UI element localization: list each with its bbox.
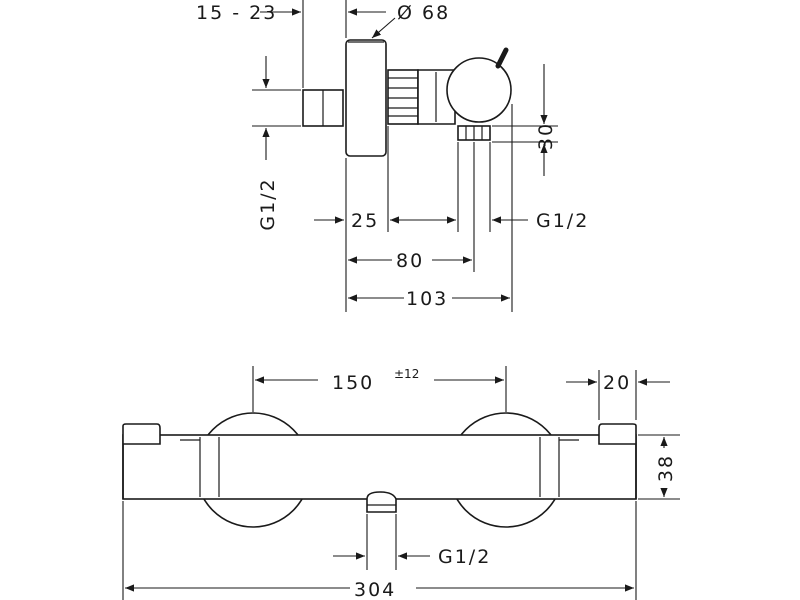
dim-depth-80: 80 [396,250,424,272]
dim-thread-right: G1/2 [536,210,589,232]
dim-thread-left: G1/2 [257,177,279,230]
dim-diameter: Ø 68 [397,2,450,24]
cover-plate [345,39,387,157]
mixer-bar [122,434,637,500]
handle-knob [446,57,512,123]
dim-depth-103: 103 [406,288,448,310]
dim-tolerance: ±12 [394,367,419,381]
dim-height-38: 38 [655,454,677,482]
dim-centers: 150 [332,372,374,394]
dim-thread-bottom: G1/2 [438,546,491,568]
end-cap-left [122,423,161,499]
outlet [366,491,397,513]
end-cap-right [598,423,637,499]
front-view: 150 ±12 20 38 G1/2 304 [122,364,680,600]
dim-end-20: 20 [603,372,631,394]
dim-total-304: 304 [354,579,396,600]
dim-depth-25: 25 [351,210,379,232]
side-view: 15 - 23 Ø 68 30 G1/2 25 G1/2 [196,0,589,312]
dim-wall-range: 15 - 23 [196,2,277,24]
dim-height-30: 30 [535,122,557,150]
